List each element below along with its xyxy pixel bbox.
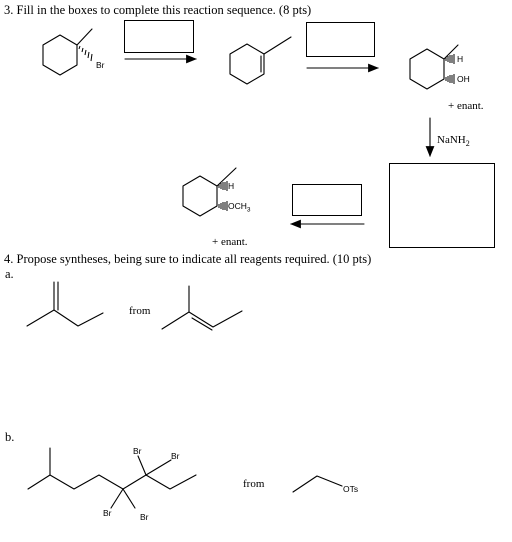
hashed-bond xyxy=(78,45,93,62)
bromine-label-b1: Br xyxy=(133,446,142,456)
tetrabromoalkane-target-structure xyxy=(27,447,197,509)
hashed-bond xyxy=(445,74,455,84)
bromine-label: Br xyxy=(96,60,105,70)
part-a-label: a. xyxy=(5,267,14,281)
hashed-bond xyxy=(218,201,228,211)
propyl-tosylate-structure xyxy=(292,475,343,493)
reagent-label-nanh2: NaNH2 xyxy=(437,134,470,149)
answer-box-reagent-1[interactable] xyxy=(124,20,194,53)
methylbutene-starting-structure xyxy=(161,285,243,331)
enantiomer-note-1: + enant. xyxy=(448,100,484,112)
question-4-title: 4. Propose syntheses, being sure to indi… xyxy=(4,252,372,266)
methylcyclohexanol-structure xyxy=(409,44,459,90)
bromine-label-b4: Br xyxy=(140,512,149,522)
part-b-label: b. xyxy=(5,430,15,444)
bromine-label-b3: Br xyxy=(103,508,112,518)
hydrogen-label-2: H xyxy=(228,181,235,191)
methoxy-label: OCH3 xyxy=(228,201,251,214)
answer-box-reagent-3[interactable] xyxy=(292,184,362,216)
methylbutene-target-structure xyxy=(26,281,104,327)
hashed-bond xyxy=(445,54,455,64)
methoxymethylcyclohexane-structure xyxy=(182,167,237,217)
bromomethylcyclohexane-structure xyxy=(42,28,93,76)
from-label-a: from xyxy=(129,305,151,317)
hashed-bond xyxy=(218,181,228,191)
hydroxyl-label: OH xyxy=(457,74,470,84)
answer-box-product[interactable] xyxy=(389,163,495,248)
question-3-title: 3. Fill in the boxes to complete this re… xyxy=(4,3,312,17)
methylcyclohexene-structure xyxy=(229,36,292,85)
tosylate-label: OTs xyxy=(343,484,359,494)
enantiomer-note-2: + enant. xyxy=(212,236,248,248)
hydrogen-label-1: H xyxy=(457,54,464,64)
answer-box-reagent-2[interactable] xyxy=(306,22,375,57)
from-label-b: from xyxy=(243,478,265,490)
bromine-label-b2: Br xyxy=(171,451,180,461)
